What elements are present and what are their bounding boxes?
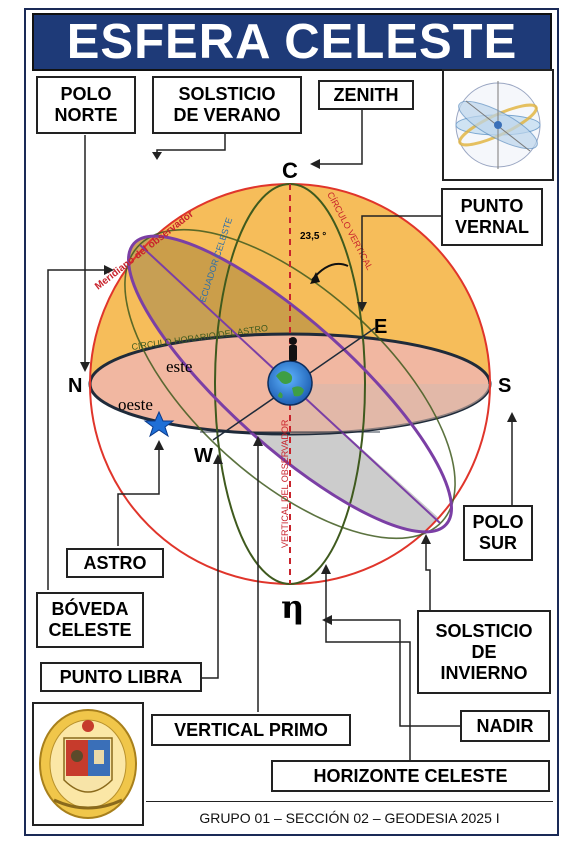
west-letter: W bbox=[194, 445, 213, 467]
footer-credits: GRUPO 01 – SECCIÓN 02 – GEODESIA 2025 I bbox=[146, 801, 553, 834]
earth-continents bbox=[276, 371, 304, 398]
poster-frame bbox=[24, 8, 559, 836]
angle-arrowhead bbox=[310, 272, 320, 284]
arrow-nadir bbox=[322, 615, 332, 625]
label-polo-sur-line1: POLO bbox=[472, 512, 524, 532]
arrow-punto-libra bbox=[213, 454, 223, 464]
arrow-horizonte bbox=[321, 564, 331, 574]
university-seal bbox=[32, 702, 144, 826]
label-solsticio-invierno-line3: INVIERNO bbox=[440, 662, 528, 683]
connector-nadir bbox=[326, 619, 460, 727]
label-zenith: ZENITH bbox=[318, 80, 414, 110]
astro-star-icon bbox=[143, 410, 175, 438]
connector-punto-vernal bbox=[361, 215, 442, 308]
label-nadir: NADIR bbox=[460, 710, 550, 742]
connector-boveda bbox=[47, 269, 110, 590]
hour-circle bbox=[124, 228, 456, 540]
connector-punto-libra bbox=[200, 458, 219, 679]
inset-sphere-graphic bbox=[455, 81, 541, 169]
arrow-zenith bbox=[310, 159, 320, 169]
connector-solsticio-invierno bbox=[425, 538, 431, 610]
label-boveda-line2: CELESTE bbox=[48, 620, 132, 640]
oeste-label: oeste bbox=[118, 395, 153, 414]
inset-sphere-thumbnail bbox=[442, 69, 554, 181]
nadir-letter: η bbox=[281, 588, 304, 626]
label-punto-libra: PUNTO LIBRA bbox=[40, 662, 202, 692]
arrow-solsticio-verano bbox=[152, 152, 162, 160]
label-punto-vernal-line1: PUNTO bbox=[460, 196, 524, 216]
label-polo-norte-line2: NORTE bbox=[54, 105, 118, 125]
arrow-boveda bbox=[104, 265, 114, 275]
label-punto-vernal: PUNTO VERNAL bbox=[441, 188, 543, 246]
seal-graphic bbox=[39, 709, 137, 819]
label-boveda-line1: BÓVEDA bbox=[51, 599, 129, 619]
arrow-polo-sur bbox=[507, 412, 517, 422]
label-polo-sur: POLO SUR bbox=[463, 505, 533, 561]
label-polo-sur-line2: SUR bbox=[478, 533, 517, 553]
east-letter: E bbox=[374, 316, 387, 338]
label-solsticio-verano-line1: SOLSTICIO bbox=[178, 84, 276, 104]
zenith-letter: C bbox=[282, 158, 298, 183]
label-punto-vernal-line2: VERNAL bbox=[454, 217, 529, 237]
label-polo-norte-line1: POLO bbox=[60, 84, 112, 104]
earth-globe bbox=[267, 360, 313, 406]
south-letter: S bbox=[498, 375, 511, 397]
horizon-shade bbox=[290, 384, 490, 434]
label-horizonte-celeste: HORIZONTE CELESTE bbox=[271, 760, 550, 792]
label-vertical-primo: VERTICAL PRIMO bbox=[151, 714, 351, 746]
arrow-solsticio-invierno bbox=[421, 534, 431, 544]
label-solsticio-verano: SOLSTICIO DE VERANO bbox=[152, 76, 302, 134]
observer-head bbox=[289, 337, 297, 345]
page-title: ESFERA CELESTE bbox=[32, 13, 552, 71]
connector-horizonte bbox=[325, 568, 411, 762]
connector-astro bbox=[117, 444, 160, 546]
este-label: este bbox=[166, 357, 192, 376]
connector-solsticio-verano bbox=[156, 132, 226, 157]
label-solsticio-verano-line2: DE VERANO bbox=[173, 105, 281, 125]
arrow-astro bbox=[154, 440, 164, 450]
ecliptic bbox=[127, 234, 453, 534]
arrow-punto-vernal bbox=[357, 302, 367, 312]
label-solsticio-invierno: SOLSTICIO DE INVIERNO bbox=[417, 610, 551, 694]
observer-body bbox=[289, 345, 297, 361]
arrow-vertical-primo bbox=[253, 436, 263, 446]
label-solsticio-invierno-line2: DE bbox=[471, 641, 497, 662]
label-boveda-celeste: BÓVEDA CELESTE bbox=[36, 592, 144, 648]
arrow-polo-norte bbox=[80, 362, 90, 372]
label-astro: ASTRO bbox=[66, 548, 164, 578]
north-letter: N bbox=[68, 375, 82, 397]
label-polo-norte: POLO NORTE bbox=[36, 76, 136, 134]
angle-value: 23,5 ° bbox=[300, 231, 326, 242]
observer-vertical-label: VERTICAL DEL OBSERVADOR bbox=[280, 419, 290, 548]
connector-zenith bbox=[318, 108, 363, 165]
label-solsticio-invierno-line1: SOLSTICIO bbox=[435, 620, 533, 641]
